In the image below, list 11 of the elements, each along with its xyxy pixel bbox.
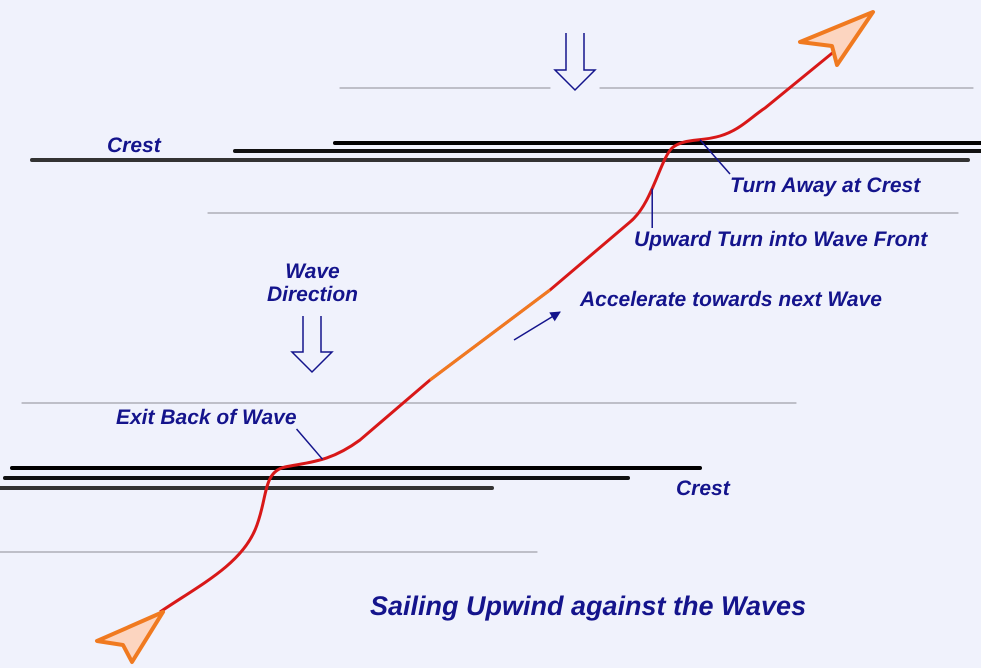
text-label: Wave Direction <box>266 260 359 306</box>
title: Sailing Upwind against the Waves <box>370 590 806 622</box>
leader-line <box>651 188 653 228</box>
leader-line <box>699 139 731 174</box>
annotation-label: Exit Back of Wave <box>116 406 297 429</box>
annotation-label: Upward Turn into Wave Front <box>634 228 928 251</box>
text-label: Accelerate towards next Wave <box>580 288 882 311</box>
text-label: Crest <box>676 477 730 500</box>
text-label: Crest <box>107 134 161 157</box>
annotation-label: Turn Away at Crest <box>730 174 920 197</box>
leader-line <box>296 428 324 460</box>
